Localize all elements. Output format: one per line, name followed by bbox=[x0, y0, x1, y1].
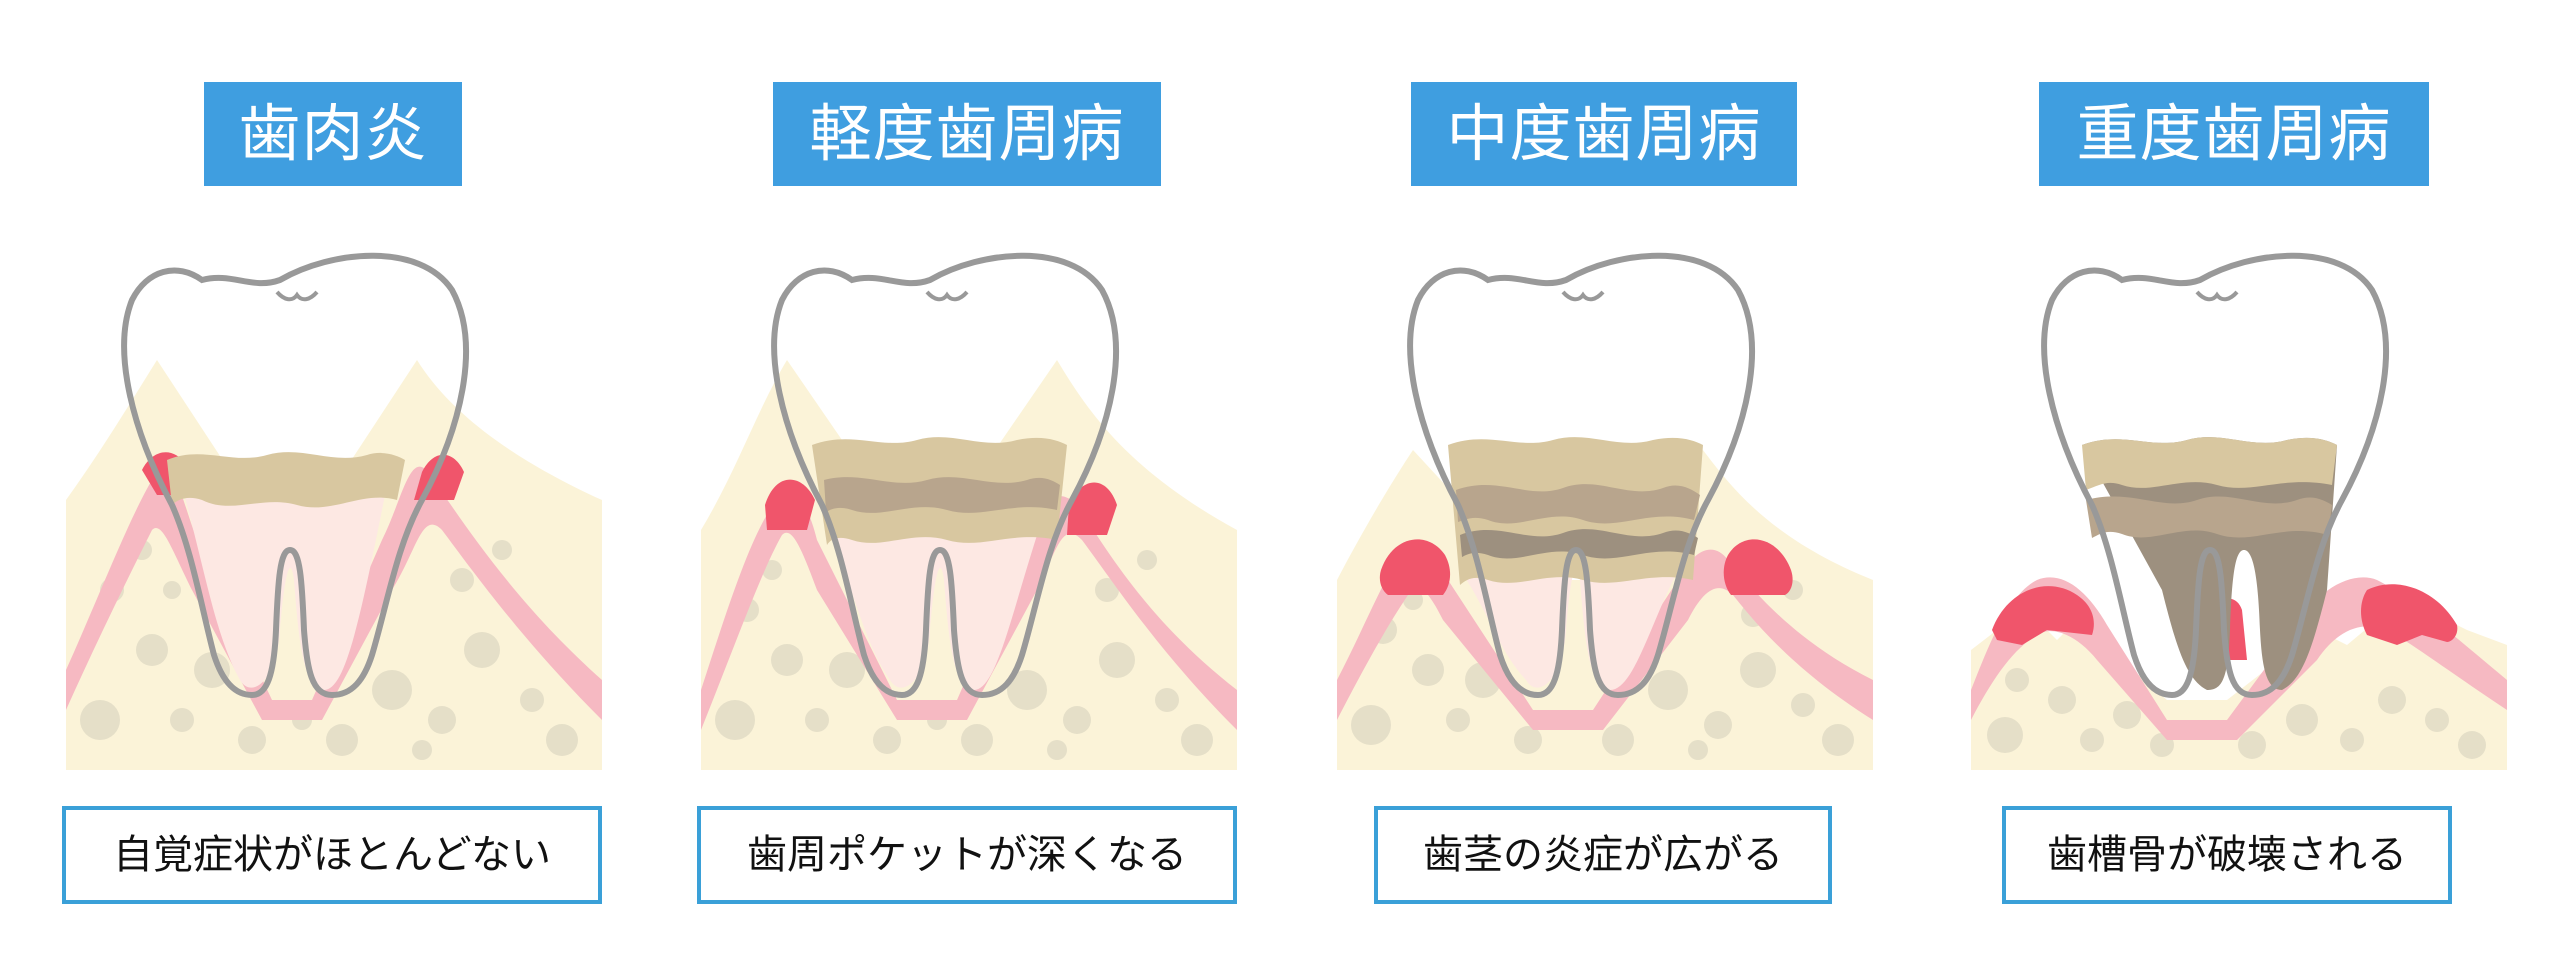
tooth-outline bbox=[121, 252, 469, 699]
stage-title: 軽度歯周病 bbox=[773, 82, 1161, 186]
gum-inflamed bbox=[765, 479, 815, 530]
stage-title: 中度歯周病 bbox=[1411, 82, 1797, 186]
tooth-outline bbox=[1407, 252, 1755, 699]
stage-title: 重度歯周病 bbox=[2039, 82, 2429, 186]
gum-tissue bbox=[701, 492, 1237, 730]
stage-caption: 歯茎の炎症が広がる bbox=[1374, 806, 1832, 904]
stage-caption: 歯周ポケットが深くなる bbox=[697, 806, 1237, 904]
stage-title: 歯肉炎 bbox=[204, 82, 462, 186]
stage-panel-mild: 軽度歯周病 歯周ポケットが深くなる bbox=[697, 0, 1237, 960]
stage-caption: 歯槽骨が破壊される bbox=[2002, 806, 2452, 904]
tooth-illustration-severe bbox=[1971, 252, 2507, 770]
tooth-outline bbox=[2041, 252, 2389, 699]
stage-panel-severe: 重度歯周病 歯槽骨が破壊される bbox=[1967, 0, 2507, 960]
stage-panel-gingivitis: 歯肉炎 自覚症状がほとんどない bbox=[62, 0, 602, 960]
tooth-outline bbox=[771, 252, 1119, 699]
tooth-illustration-moderate bbox=[1337, 252, 1873, 770]
gum-inflamed bbox=[1379, 539, 1451, 595]
tooth-illustration-mild bbox=[701, 252, 1237, 770]
gum-inflamed bbox=[1992, 586, 2094, 645]
tooth-illustration-gingivitis bbox=[66, 252, 602, 770]
stage-panel-moderate: 中度歯周病 歯茎の炎症が広がる bbox=[1333, 0, 1873, 960]
stage-caption: 自覚症状がほとんどない bbox=[62, 806, 602, 904]
